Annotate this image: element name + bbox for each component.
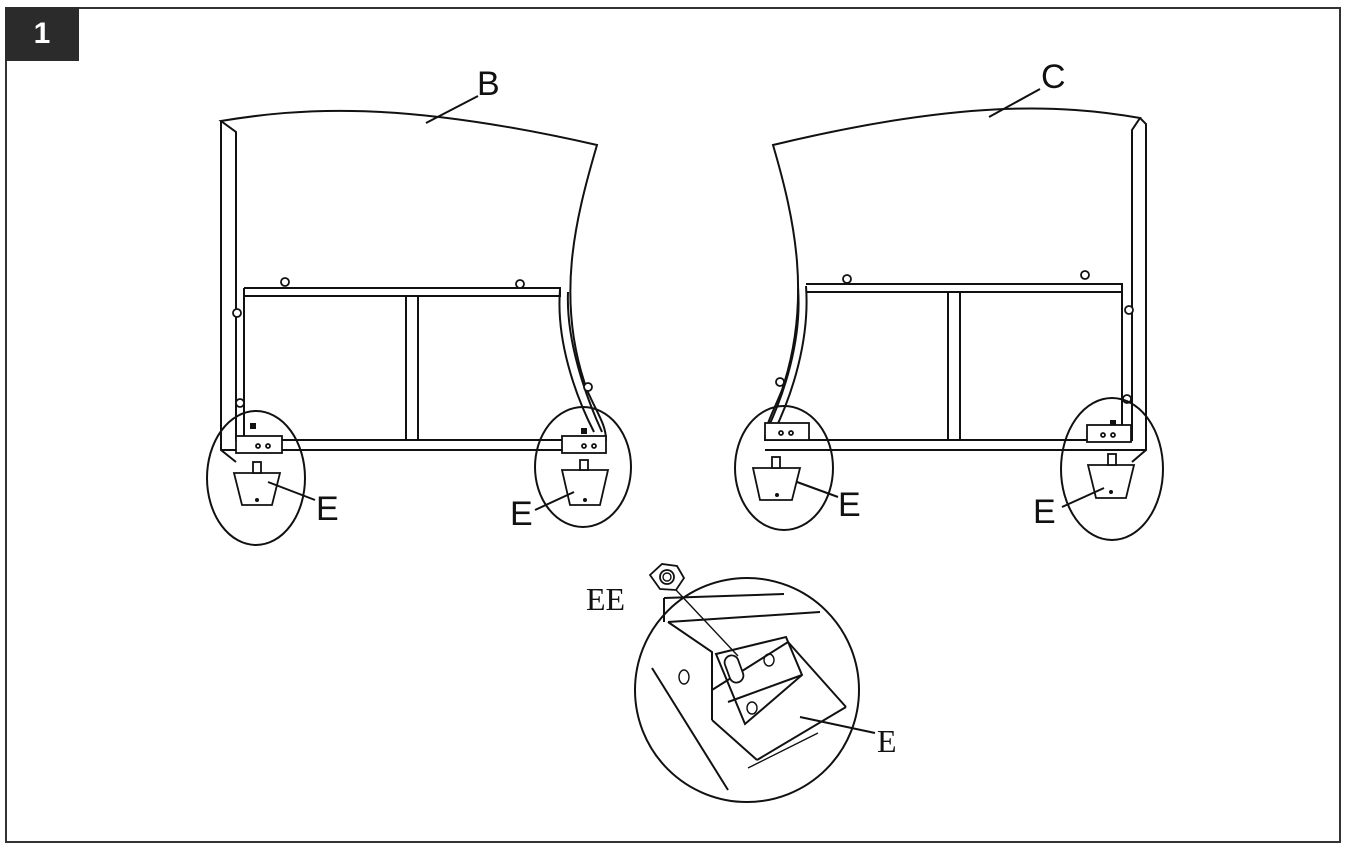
foot-detail-b-right <box>534 406 632 528</box>
step-number-badge: 1 <box>5 7 79 61</box>
foot-detail-b-left <box>206 410 306 546</box>
label-foot-b-right: E <box>510 495 533 533</box>
panel-b <box>218 109 608 463</box>
label-panel-c: C <box>1041 58 1066 96</box>
label-panel-b: B <box>477 65 500 103</box>
foot-detail-c-right <box>1060 397 1164 541</box>
leader-lines <box>267 88 1105 734</box>
panel-c <box>763 107 1147 463</box>
label-nut-ee: EE <box>586 581 625 617</box>
figure-frame <box>5 7 1341 843</box>
label-detail-foot-e: E <box>877 723 897 759</box>
label-foot-c-left: E <box>838 486 861 524</box>
label-foot-b-left: E <box>316 490 339 528</box>
label-foot-c-right: E <box>1033 493 1056 531</box>
hex-nut-ee <box>648 563 686 591</box>
zoom-detail-circle <box>634 563 860 803</box>
foot-detail-c-left <box>734 405 834 531</box>
